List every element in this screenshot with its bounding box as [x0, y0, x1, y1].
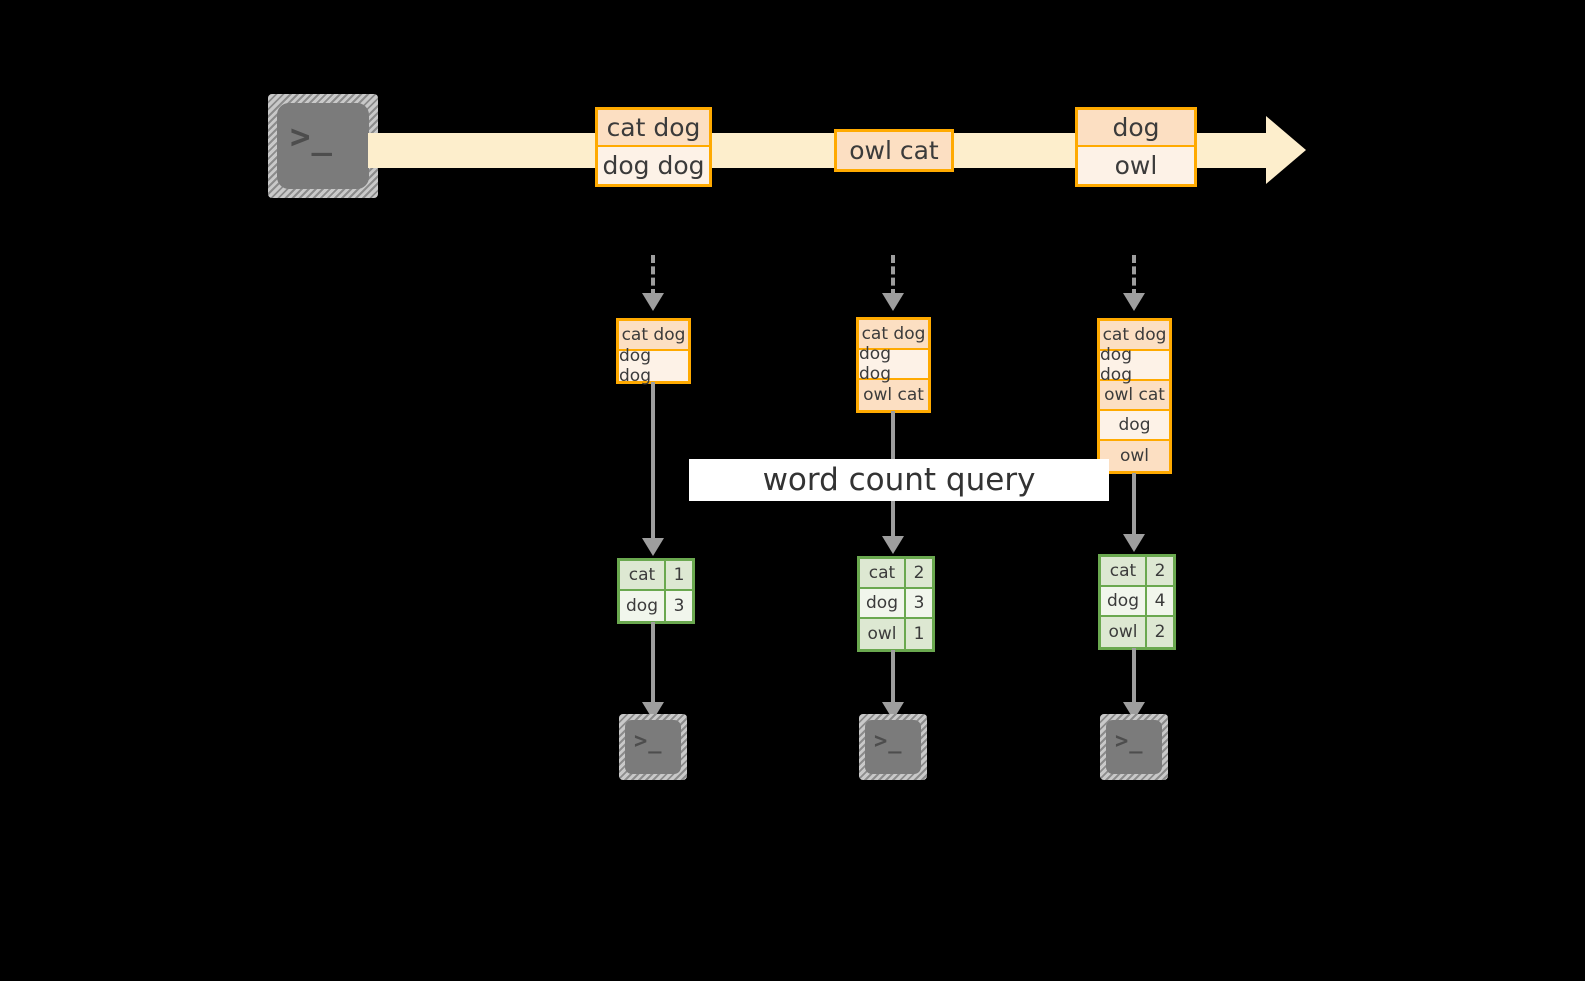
result-key-cell: dog: [860, 589, 906, 617]
arrowhead-icon: [642, 293, 664, 311]
stream-to-snapshot-connector: [1132, 255, 1136, 297]
prompt-glyph: >_: [1115, 729, 1144, 754]
result-value-cell: 1: [906, 619, 932, 649]
source-terminal-icon: >_: [268, 94, 378, 198]
record-row: cat dog: [619, 321, 688, 351]
snapshot-t2-sink-terminal-icon: >_: [859, 714, 927, 780]
prompt-glyph: >_: [290, 117, 333, 157]
prompt-glyph: >_: [874, 729, 903, 754]
snapshot-t1-sink-terminal-icon: >_: [619, 714, 687, 780]
record-row: cat dog: [859, 320, 928, 350]
table-row: dog 3: [860, 589, 932, 619]
snapshot-t3-sink-terminal-icon: >_: [1100, 714, 1168, 780]
record-row: cat dog: [598, 110, 709, 147]
result-value-cell: 3: [906, 589, 932, 617]
record-row: dog dog: [619, 346, 688, 386]
stream-to-snapshot-connector: [651, 255, 655, 297]
snapshot-t3-result-table: cat 2 dog 4 owl 2: [1098, 554, 1176, 650]
query-label: word count query: [689, 459, 1109, 501]
source-terminal-screen: >_: [277, 103, 369, 189]
result-key-cell: cat: [860, 559, 906, 587]
result-value-cell: 4: [1147, 587, 1173, 615]
sink-terminal-screen: >_: [865, 720, 921, 774]
arrowhead-icon: [882, 293, 904, 311]
record-row: owl cat: [1100, 381, 1169, 411]
result-value-cell: 2: [906, 559, 932, 587]
table-row: cat 2: [1101, 557, 1173, 587]
result-key-cell: owl: [860, 619, 906, 649]
result-value-cell: 3: [666, 591, 692, 621]
arrowhead-icon: [642, 538, 664, 556]
stream-arrow-head-icon: [1266, 116, 1306, 184]
snapshot-t3-input-table: cat dog dog dog owl cat dog owl: [1097, 318, 1172, 474]
record-row: cat dog: [1100, 321, 1169, 351]
table-row: dog 3: [620, 591, 692, 621]
snapshot-t1-query-connector: [651, 382, 655, 540]
record-row: dog dog: [598, 147, 709, 184]
result-value-cell: 2: [1147, 557, 1173, 585]
snapshot-t2-result-table: cat 2 dog 3 owl 1: [857, 556, 935, 652]
snapshot-t3-query-connector: [1132, 473, 1136, 536]
record-row: owl cat: [837, 132, 951, 169]
snapshot-t1-result-table: cat 1 dog 3: [617, 558, 695, 624]
stream-event-batch-2: owl cat: [834, 129, 954, 172]
stream-event-batch-1: cat dog dog dog: [595, 107, 712, 187]
table-row: dog 4: [1101, 587, 1173, 617]
record-row: dog dog: [859, 344, 928, 384]
table-row: owl 1: [860, 619, 932, 649]
snapshot-t1-input-table: cat dog dog dog: [616, 318, 691, 386]
prompt-glyph: >_: [634, 729, 663, 754]
stream-to-snapshot-connector: [891, 255, 895, 297]
snapshot-t2-sink-connector: [891, 650, 895, 704]
table-row: owl 2: [1101, 617, 1173, 647]
result-key-cell: cat: [1101, 557, 1147, 585]
table-row: cat 1: [620, 561, 692, 591]
result-value-cell: 2: [1147, 617, 1173, 647]
result-key-cell: dog: [620, 591, 666, 621]
table-row: cat 2: [860, 559, 932, 589]
snapshot-t1-sink-connector: [651, 622, 655, 704]
arrowhead-icon: [1123, 293, 1145, 311]
snapshot-t3-sink-connector: [1132, 648, 1136, 704]
sink-terminal-screen: >_: [1106, 720, 1162, 774]
result-key-cell: cat: [620, 561, 666, 589]
record-row: owl cat: [859, 380, 928, 410]
record-row: dog dog: [1100, 345, 1169, 385]
sink-terminal-screen: >_: [625, 720, 681, 774]
result-value-cell: 1: [666, 561, 692, 589]
result-key-cell: owl: [1101, 617, 1147, 647]
arrowhead-icon: [882, 536, 904, 554]
record-row: dog: [1078, 110, 1194, 147]
record-row: dog: [1100, 411, 1169, 441]
stream-event-batch-3: dog owl: [1075, 107, 1197, 187]
record-row: owl: [1100, 441, 1169, 471]
arrowhead-icon: [1123, 534, 1145, 552]
snapshot-t2-input-table: cat dog dog dog owl cat: [856, 317, 931, 413]
result-key-cell: dog: [1101, 587, 1147, 615]
record-row: owl: [1078, 147, 1194, 184]
